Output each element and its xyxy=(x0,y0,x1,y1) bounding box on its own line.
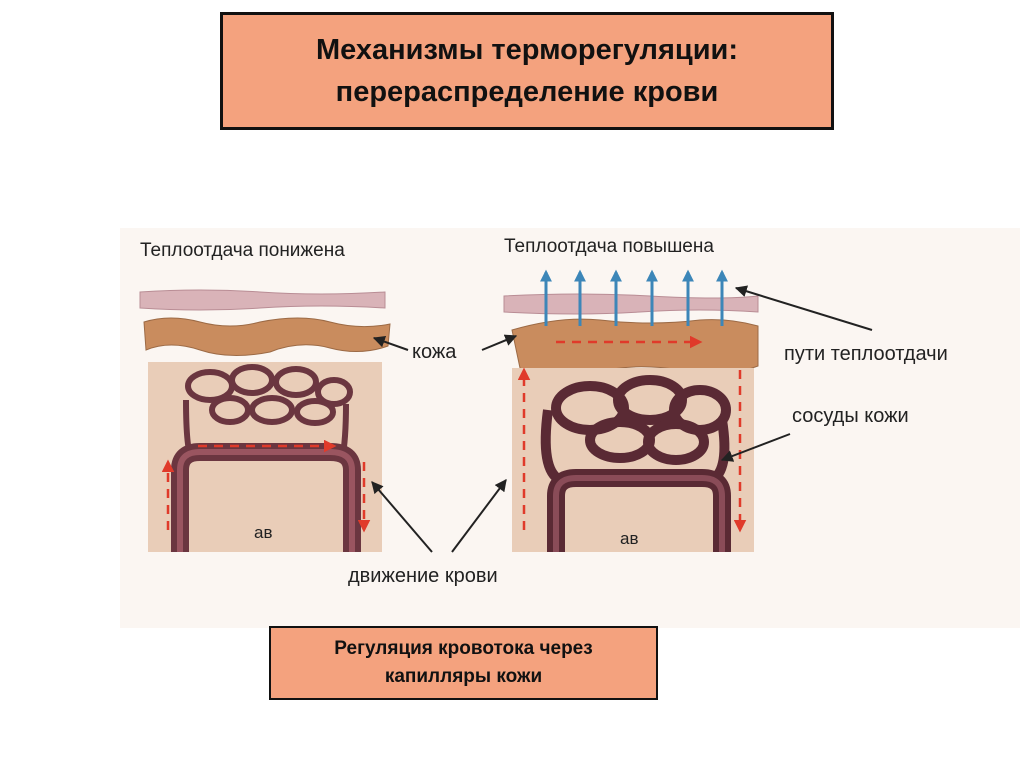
left-vessel-network xyxy=(183,364,353,462)
title-line-2: перераспределение крови xyxy=(335,76,719,108)
pointer-lines xyxy=(371,285,873,553)
heat-arrows xyxy=(540,269,728,326)
av-left-label: ав xyxy=(254,523,273,542)
title-line-1: Механизмы терморегуляции: xyxy=(315,33,739,66)
skin-label: кожа xyxy=(412,341,457,363)
caption-box: Регуляция кровотока через капилляры кожи xyxy=(269,626,658,700)
left-skin-band xyxy=(143,317,391,357)
caption-line-2: капилляры кожи xyxy=(384,666,543,687)
right-flow-arrows xyxy=(517,335,747,533)
heat-paths-label: пути теплоотдачи xyxy=(784,343,948,365)
caption-line-1: Регуляция кровотока через xyxy=(334,637,593,659)
right-epidermis-stripes xyxy=(503,293,759,315)
blood-flow-label: движение крови xyxy=(348,565,498,587)
left-header-label: Теплоотдача понижена xyxy=(140,240,345,261)
right-header-label: Теплоотдача повышена xyxy=(504,236,714,257)
skin-vessels-label: сосуды кожи xyxy=(792,405,909,427)
left-epidermis-stripes xyxy=(139,289,386,311)
left-flow-arrows xyxy=(161,439,371,533)
left-panel xyxy=(139,289,391,552)
right-panel xyxy=(503,269,759,552)
av-right-label: ав xyxy=(620,529,639,548)
title-box: Механизмы терморегуляции: перераспределе… xyxy=(220,12,834,130)
